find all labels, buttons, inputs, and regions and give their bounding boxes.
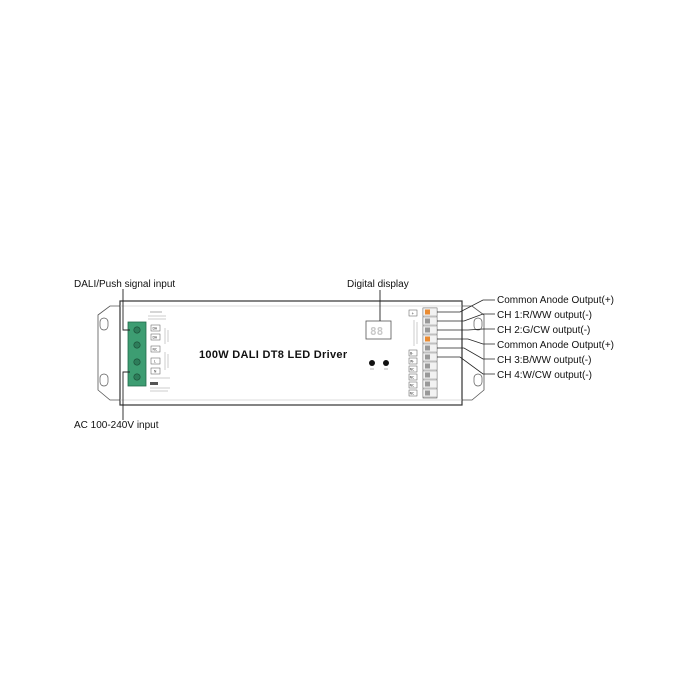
- output-label-5: B-: [410, 352, 413, 356]
- input-label-n: N: [154, 370, 157, 374]
- output-callout-ch4: CH 4:W/CW output(-): [497, 370, 592, 381]
- button-right: [383, 360, 389, 366]
- output-label-10: NC: [410, 392, 415, 396]
- dali-input-callout: DALI/Push signal input: [74, 279, 175, 290]
- output-label-1: +: [412, 312, 415, 316]
- output-callout-common-anode-1: Common Anode Output(+): [497, 295, 614, 306]
- digital-display: 88: [365, 320, 392, 340]
- driver-body: [119, 300, 463, 406]
- output-label-7: NC: [410, 368, 415, 372]
- input-label-da-1: DA: [153, 327, 158, 331]
- output-callout-ch2: CH 2:G/CW output(-): [497, 325, 590, 336]
- display-digits: 88: [370, 325, 383, 338]
- output-label-9: NC: [410, 384, 415, 388]
- left-leader-lines: [122, 289, 130, 420]
- mounting-flange-left: [97, 305, 121, 401]
- output-callout-ch3: CH 3:B/WW output(-): [497, 355, 591, 366]
- ac-input-callout: AC 100-240V input: [74, 420, 159, 431]
- output-terminal-labels: + B- W- NC NC NC NC: [408, 309, 418, 397]
- button-left: [369, 360, 375, 366]
- digital-display-callout: Digital display: [347, 279, 409, 290]
- output-label-8: NC: [410, 376, 415, 380]
- output-terminal-strip: [422, 307, 438, 399]
- input-label-nc: NC: [153, 348, 158, 352]
- input-terminal-labels: DA DA NC L N: [150, 324, 161, 375]
- fine-print-block: [148, 311, 170, 392]
- product-title: 100W DALI DT8 LED Driver: [199, 349, 348, 361]
- output-fine-print: [413, 320, 418, 346]
- input-label-l: L: [154, 360, 156, 364]
- output-callout-ch1: CH 1:R/WW output(-): [497, 310, 592, 321]
- input-label-da-2: DA: [153, 336, 158, 340]
- input-terminal-block: [127, 321, 147, 387]
- right-leader-lines: [437, 299, 495, 375]
- output-label-6: W-: [410, 360, 414, 364]
- output-callout-common-anode-2: Common Anode Output(+): [497, 340, 614, 351]
- display-buttons: [369, 360, 389, 370]
